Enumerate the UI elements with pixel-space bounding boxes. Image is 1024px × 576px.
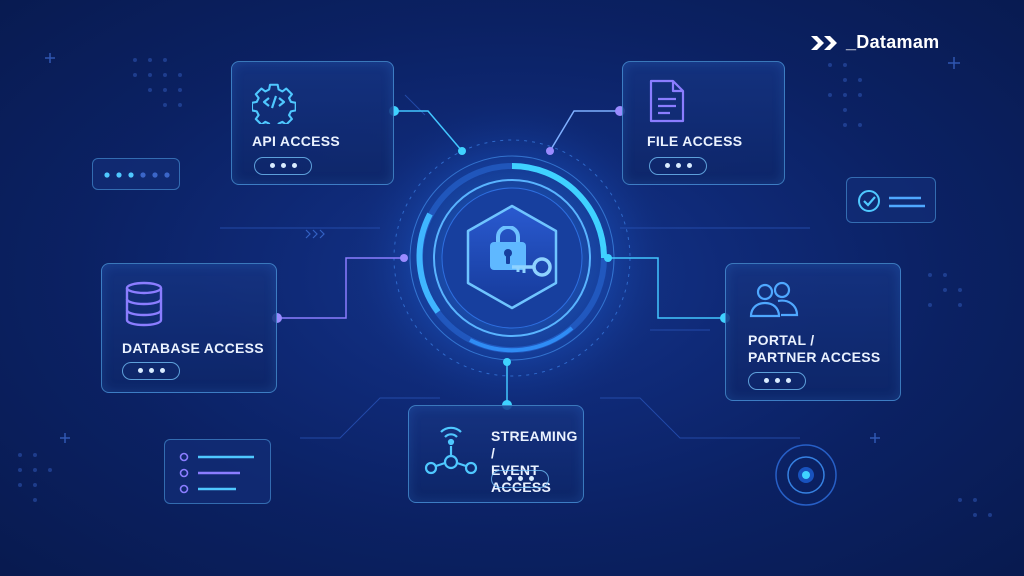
dot-grid-right <box>828 63 992 517</box>
list-lines-icon <box>179 452 254 494</box>
double-chevron-logo-icon <box>811 35 837 50</box>
file-access-card[interactable]: FILE ACCESS <box>622 61 785 185</box>
progress-dots-widget <box>92 158 180 190</box>
portal-partner-access-label: PORTAL / PARTNER ACCESS <box>748 332 881 365</box>
dot-grid-left <box>18 58 182 502</box>
streaming-event-access-card[interactable]: STREAMING / EVENT ACCESS <box>408 405 584 503</box>
lock-with-key-icon <box>490 226 552 277</box>
check-circle-icon <box>858 190 925 212</box>
wifi-nodes-icon <box>424 426 478 475</box>
checklist-widget <box>846 177 936 223</box>
document-icon <box>649 79 685 123</box>
file-options-pill[interactable] <box>649 157 707 175</box>
portal-options-pill[interactable] <box>748 372 806 390</box>
streaming-options-pill[interactable] <box>491 470 549 488</box>
portal-partner-access-card[interactable]: PORTAL / PARTNER ACCESS <box>725 263 901 401</box>
api-access-card[interactable]: API ACCESS <box>231 61 394 185</box>
plus-marks <box>45 53 960 443</box>
database-access-label: DATABASE ACCESS <box>122 340 264 356</box>
api-options-pill[interactable] <box>254 157 312 175</box>
code-gear-icon <box>252 83 296 124</box>
file-access-label: FILE ACCESS <box>647 133 743 149</box>
database-options-pill[interactable] <box>122 362 180 380</box>
target-icon <box>775 444 837 506</box>
users-icon <box>749 281 799 318</box>
list-widget <box>164 439 271 504</box>
brand-name: _Datamam <box>846 32 940 52</box>
api-access-label: API ACCESS <box>252 133 341 149</box>
database-access-card[interactable]: DATABASE ACCESS <box>101 263 277 393</box>
circuit-traces <box>220 94 810 439</box>
progress-dots-icon <box>104 172 170 178</box>
database-icon <box>125 281 163 327</box>
brand-logo[interactable]: _Datamam <box>810 32 939 53</box>
